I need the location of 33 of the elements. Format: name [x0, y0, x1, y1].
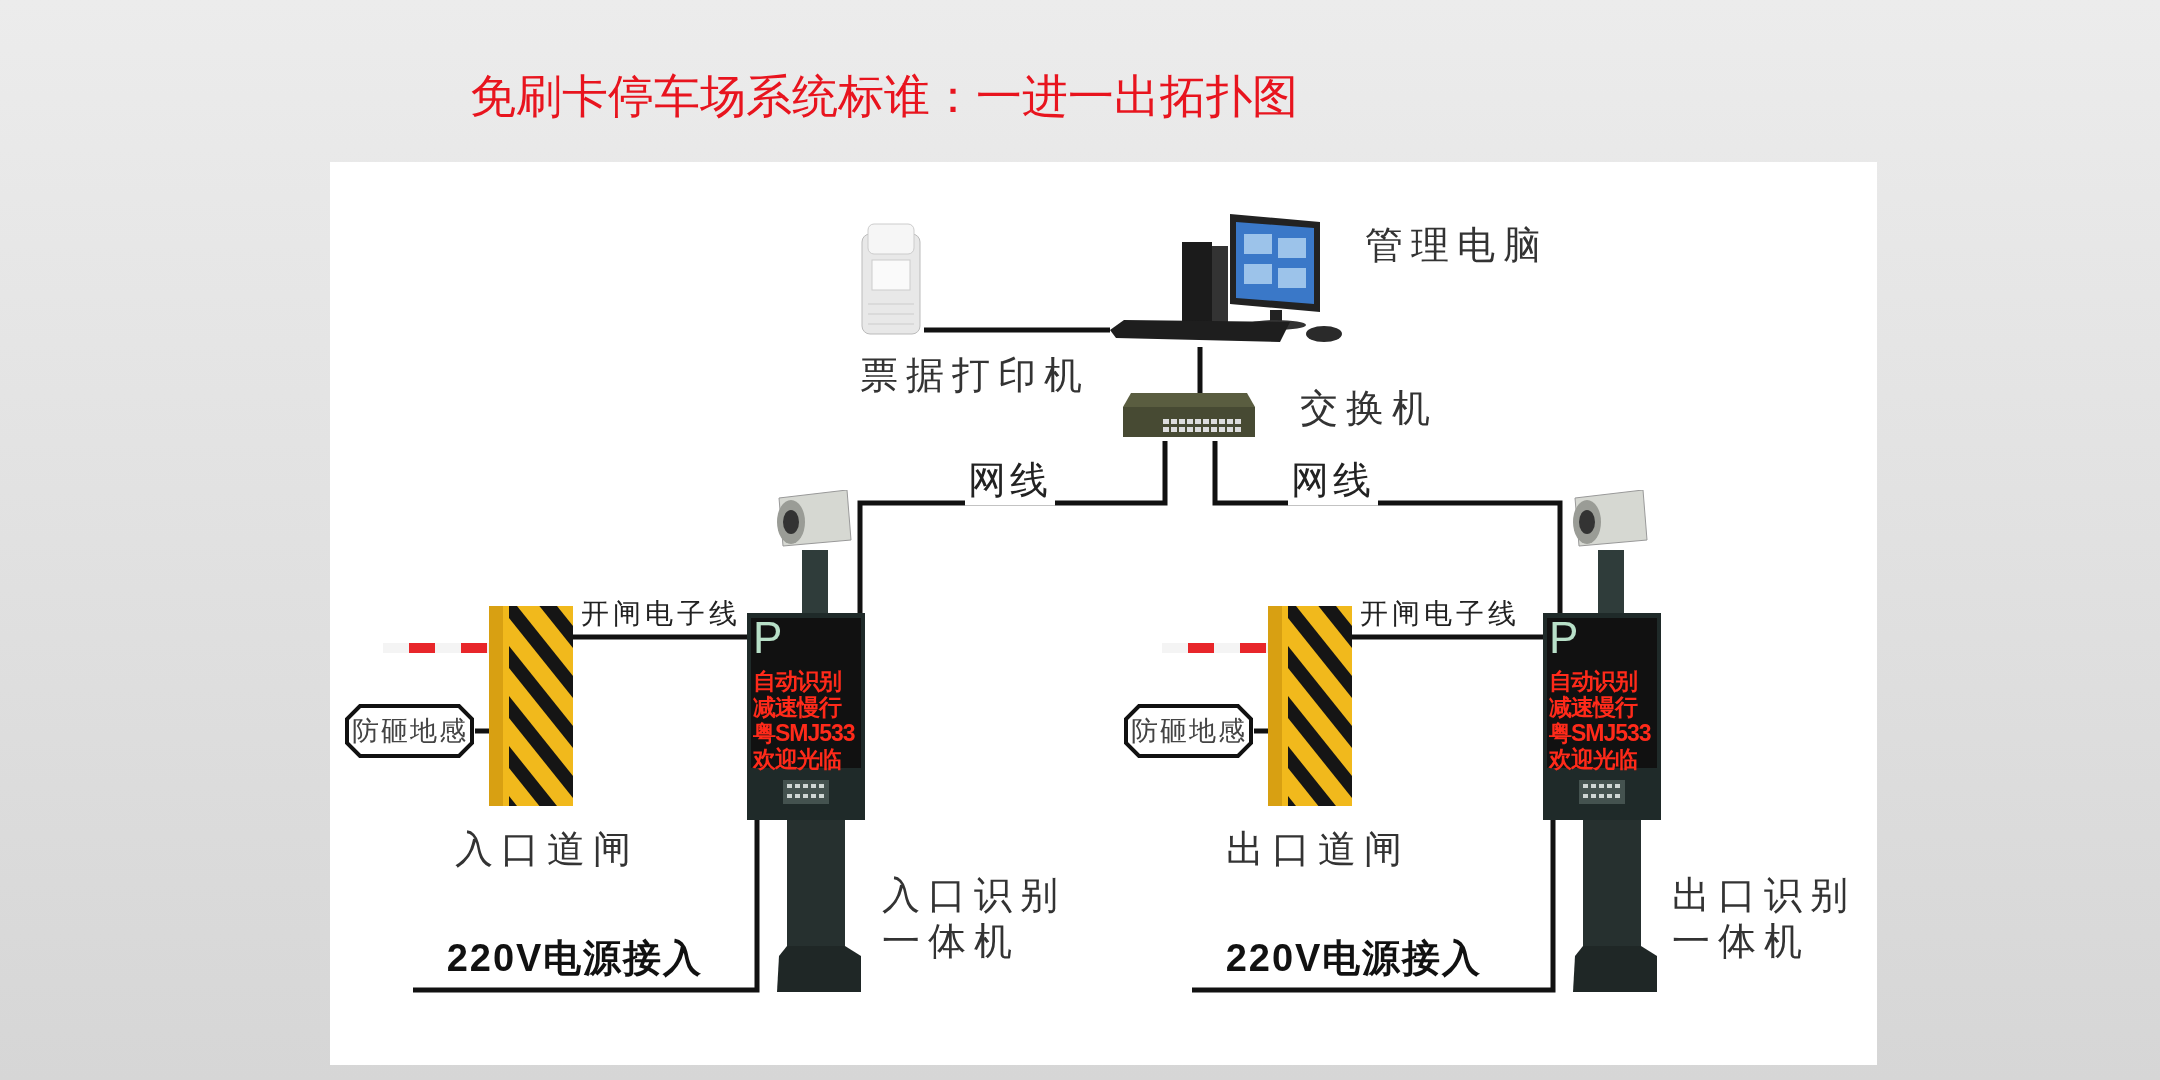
led-display-text: 粤SMJ533 — [1549, 720, 1651, 746]
device-caption: 票据打印机 — [860, 353, 1090, 398]
device-caption: 交换机 — [1300, 386, 1438, 431]
printer-picture — [858, 220, 924, 338]
device-caption: 入口识别一体机 — [882, 873, 1067, 964]
cable-line — [1352, 634, 1543, 640]
parking-sign-letter: P — [753, 616, 782, 660]
sensor-octagon: 防砸地感 — [1123, 703, 1254, 759]
device-caption: 出口道闸 — [1226, 827, 1410, 872]
title: 免刷卡停车场系统标谁：一进一出拓扑图 — [470, 69, 1298, 124]
sensor-octagon: 防砸地感 — [344, 703, 475, 759]
parking-sign-letter: P — [1549, 616, 1578, 660]
led-display-text: 减速慢行 — [753, 694, 841, 720]
barrier-gate-picture — [1268, 606, 1352, 806]
cable-line — [1197, 347, 1203, 393]
led-display-text: 减速慢行 — [1549, 694, 1637, 720]
led-display-text: 粤SMJ533 — [753, 720, 855, 746]
device-caption: 入口道闸 — [455, 827, 639, 872]
device-caption: 出口识别一体机 — [1672, 873, 1857, 964]
cable-line — [475, 728, 489, 734]
recognition-terminal-picture — [1543, 490, 1661, 992]
led-display-text: 欢迎光临 — [1549, 746, 1637, 772]
cable-line — [573, 634, 747, 640]
power-cable — [1192, 820, 1556, 993]
cable-line — [924, 327, 1110, 333]
led-display-text: 自动识别 — [1549, 668, 1637, 694]
recognition-terminal-picture — [747, 490, 865, 992]
power-cable — [413, 820, 760, 993]
barrier-gate-picture — [489, 606, 573, 806]
led-display-text: 自动识别 — [753, 668, 841, 694]
device-caption: 管理电脑 — [1365, 223, 1549, 268]
led-display-text: 欢迎光临 — [753, 746, 841, 772]
cable-line — [1254, 728, 1268, 734]
